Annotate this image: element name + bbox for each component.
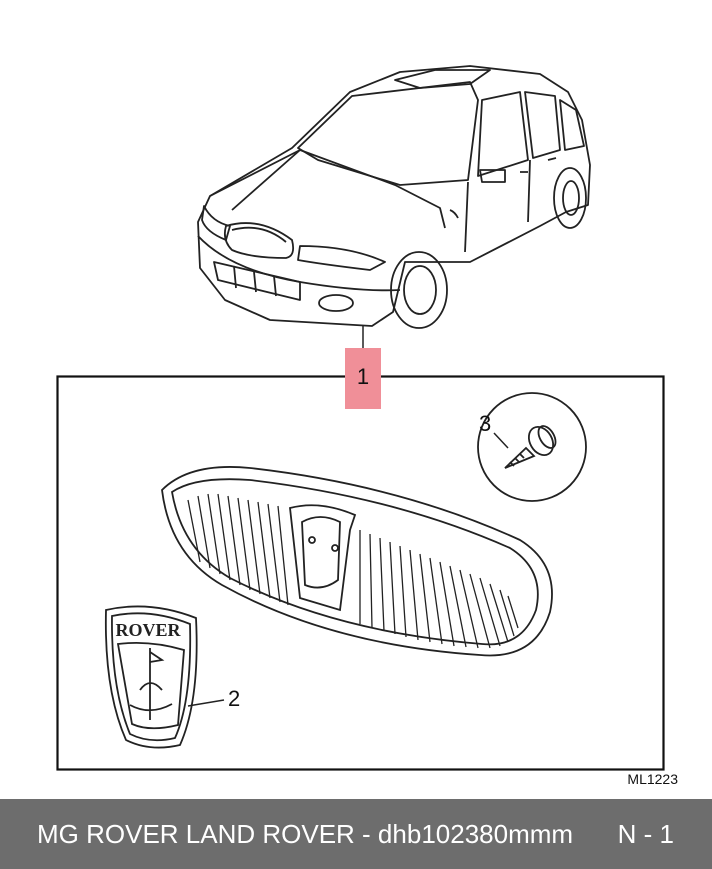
footer-bar: MG ROVER LAND ROVER - dhb102380mmm N - 1 (0, 799, 712, 869)
grille-illustration (161, 466, 553, 657)
callout-3: 3 (479, 411, 492, 436)
screw-detail (477, 392, 587, 502)
badge-text: ROVER (115, 620, 181, 640)
callout-2: 2 (228, 686, 241, 711)
car-illustration (197, 65, 591, 329)
parts-diagram: ROVER (56, 65, 665, 771)
footer-title: MG ROVER LAND ROVER - dhb102380mmm (37, 819, 574, 849)
callout-1: 1 (345, 348, 381, 409)
footer-page: N - 1 (617, 819, 674, 849)
rover-badge-illustration (104, 605, 198, 749)
reference-code: ML1223 (627, 771, 678, 787)
